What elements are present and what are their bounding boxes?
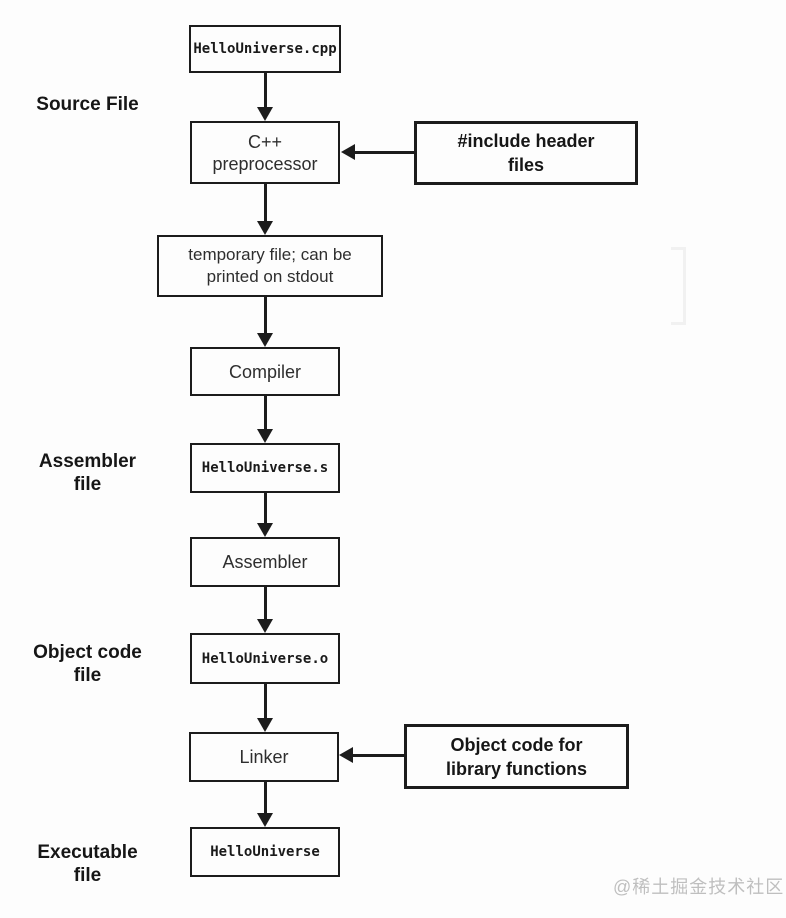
node-object-file: HelloUniverse.o	[190, 633, 340, 684]
down-arrow-preprocessor-to-tempfile	[257, 184, 273, 235]
label-assembler-file: Assembler file	[38, 451, 137, 495]
faint-bracket-artifact	[671, 247, 686, 325]
left-arrow-libraries-to-linker	[339, 747, 404, 763]
down-arrow-source-to-preprocessor	[257, 73, 273, 121]
down-arrow-tempfile-to-compiler	[257, 297, 273, 347]
node-library-object-code: Object code for library functions	[404, 724, 629, 789]
down-arrow-linker-to-executable	[257, 782, 273, 827]
node-include-headers: #include header files	[414, 121, 638, 185]
down-arrow-compiler-to-assemblerfile	[257, 396, 273, 443]
label-executable-file: Executable file	[37, 842, 138, 886]
label-source-file: Source File	[36, 94, 139, 115]
node-source-file: HelloUniverse.cpp	[189, 25, 341, 73]
node-compiler: Compiler	[190, 347, 340, 396]
left-arrow-headers-to-preprocessor	[341, 144, 414, 160]
node-preprocessor: C++ preprocessor	[190, 121, 340, 184]
node-assembler-file: HelloUniverse.s	[190, 443, 340, 493]
down-arrow-assemblerfile-to-assembler	[257, 493, 273, 537]
down-arrow-objectfile-to-linker	[257, 684, 273, 732]
down-arrow-assembler-to-objectfile	[257, 587, 273, 633]
node-executable: HelloUniverse	[190, 827, 340, 877]
node-linker: Linker	[189, 732, 339, 782]
node-assembler: Assembler	[190, 537, 340, 587]
node-temporary-file: temporary file; can be printed on stdout	[157, 235, 383, 297]
label-object-code-file: Object code file	[33, 642, 142, 686]
watermark-text: @稀土掘金技术社区	[613, 877, 785, 897]
